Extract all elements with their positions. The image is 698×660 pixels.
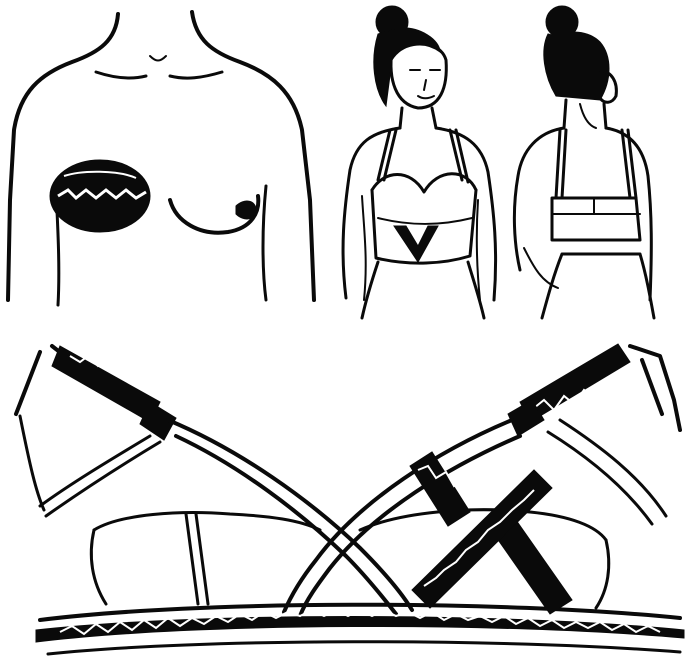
right-strap-padding-icon: [508, 344, 630, 436]
breast-prosthesis-icon: [50, 160, 150, 232]
torso-front-panel: [8, 12, 314, 305]
crossed-tape-icon: [410, 452, 572, 614]
woman-front-panel: [343, 6, 496, 318]
left-strap-padding-icon: [52, 346, 176, 440]
bra-detail-panel: [16, 344, 684, 654]
woman-back-panel: [514, 6, 654, 318]
